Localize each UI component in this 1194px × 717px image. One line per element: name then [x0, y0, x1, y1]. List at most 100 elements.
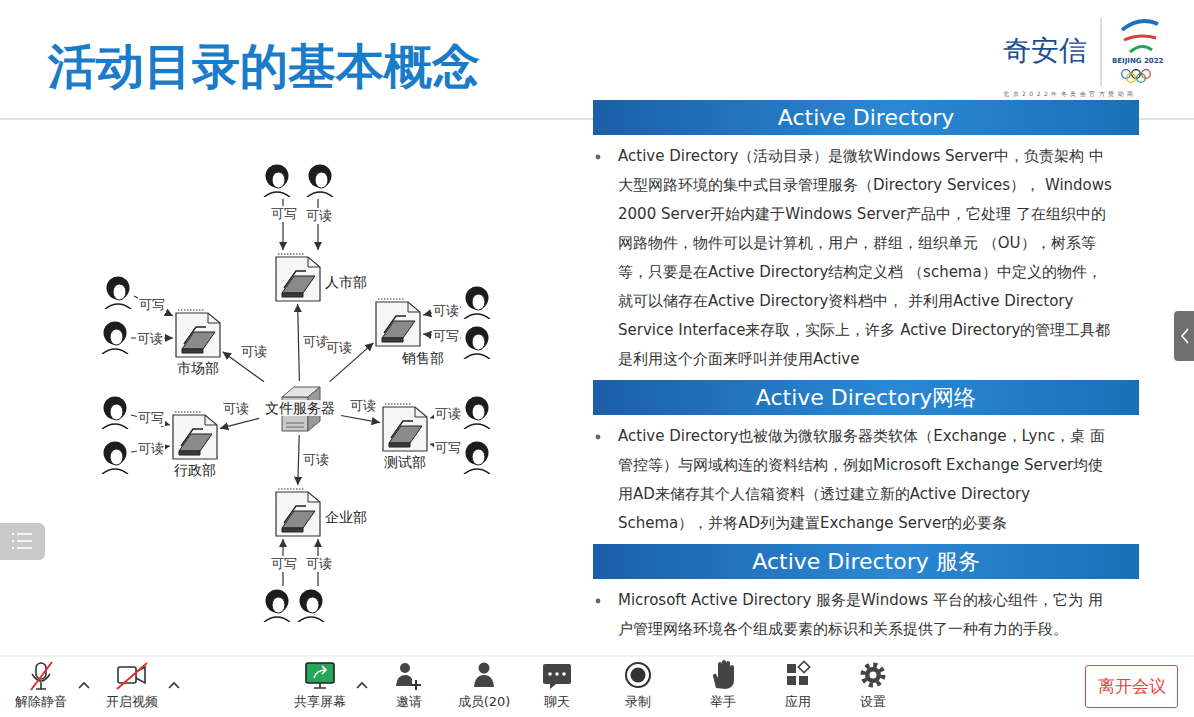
folder-tab — [378, 299, 405, 300]
connector-label: 可读 — [349, 398, 377, 414]
toolbar-label: 设置 — [860, 694, 886, 710]
folder-icon — [175, 308, 221, 358]
read-connector — [298, 304, 300, 381]
folder-fold — [415, 407, 427, 417]
section-node: Active Directory 服务 Microsoft Active Dire… — [593, 544, 1139, 647]
folder-fold — [308, 492, 320, 502]
scanner-lid — [284, 271, 306, 288]
department-node: 行政部 — [172, 410, 218, 478]
scanner-base — [179, 451, 200, 455]
slide-title: 活动目录的基本概念 — [48, 36, 480, 96]
folder-outline — [376, 302, 420, 346]
folder-icon — [382, 402, 428, 452]
section-body: Active Directory（活动目录）是微软Windows Server中… — [593, 135, 1139, 377]
folder-outline — [276, 492, 320, 536]
toolbar-icons-part — [863, 665, 883, 685]
toolbar-icons-part — [314, 666, 326, 678]
department-label: 销售部 — [402, 350, 444, 366]
access-label: 可写 — [270, 206, 298, 222]
list-tab-part — [0, 523, 45, 560]
toolbar-icons-part — [31, 662, 52, 690]
toolbar-icons-part — [169, 683, 179, 688]
section-body: Active Directory也被做为微软服务器类软体（Exchange，Ly… — [593, 415, 1139, 541]
section-node: Active Directory网络 Active Directory也被做为微软… — [593, 380, 1139, 541]
scanner-lid — [284, 506, 306, 523]
folder-tab — [175, 412, 202, 413]
access-label: 可写 — [138, 297, 166, 313]
toolbar-icons-part — [411, 680, 421, 690]
department-node: 测试部 — [382, 402, 428, 470]
department-node: 市场部 — [175, 308, 221, 376]
olympic-emblem-part — [1101, 18, 1102, 86]
folder-outline — [383, 407, 427, 451]
side-tab — [1174, 311, 1194, 361]
toolbar-icons-part — [306, 663, 334, 683]
department-label: 人市部 — [325, 274, 367, 290]
toolbar-label: 聊天 — [544, 694, 570, 710]
toolbar-icons-part — [626, 663, 650, 687]
toolbar-label: 录制 — [625, 694, 651, 710]
access-label: 可读 — [305, 556, 333, 572]
connector-label: 可读 — [240, 344, 268, 360]
bullet-dot — [594, 153, 602, 161]
access-label: 可读 — [432, 303, 460, 319]
folder-tab — [278, 489, 305, 490]
toolbar-icons-part — [400, 663, 410, 673]
list-tab-part — [12, 533, 14, 535]
folder-outline — [176, 313, 220, 357]
scanner-lid — [391, 421, 413, 438]
scanner-base — [389, 443, 410, 447]
connector-label: 可读 — [302, 452, 330, 468]
list-tab-part-part — [17, 547, 32, 549]
people-figures — [102, 165, 490, 623]
toolbar-icons-part — [548, 672, 552, 676]
side-tab-part — [1174, 311, 1194, 361]
section-band: Active Directory — [593, 100, 1139, 135]
folder-icon — [275, 487, 321, 537]
brand-name: 奇安信 — [1003, 33, 1087, 68]
people-figures-part — [102, 397, 128, 430]
bullet-dot-fill — [596, 154, 601, 159]
toolbar-icons-part — [555, 672, 559, 676]
olympic-emblem-part — [1130, 46, 1152, 52]
folder-icon — [172, 410, 218, 460]
toolbar-label: 开启视频 — [106, 694, 158, 710]
bullet-dot — [594, 597, 602, 605]
people-figures-part — [264, 590, 290, 623]
toolbar-icons-part — [787, 664, 796, 673]
toolbar-label: 共享屏幕 — [294, 694, 346, 710]
toolbar-icons-part — [787, 676, 796, 685]
access-label: 可写 — [434, 440, 462, 456]
people-figures-part — [464, 397, 490, 430]
section-heading: Active Directory — [778, 104, 954, 132]
section-text: Active Directory（活动目录）是微软Windows Server中… — [618, 142, 1115, 374]
section-band: Active Directory网络 — [593, 380, 1139, 415]
access-arrows-part — [134, 296, 173, 316]
section-band: Active Directory 服务 — [593, 544, 1139, 579]
folder-fold — [208, 313, 220, 323]
olympic-emblem — [1101, 18, 1158, 86]
folder-outline — [173, 415, 217, 459]
bullet-dot-fill — [596, 598, 601, 603]
section-text: Microsoft Active Directory 服务是Windows 平台… — [618, 586, 1115, 644]
toolbar-icons-part — [474, 675, 494, 687]
people-figures-part — [464, 327, 490, 360]
department-label: 行政部 — [174, 462, 216, 478]
access-label: 可读 — [434, 406, 462, 422]
department-label: 市场部 — [177, 360, 219, 376]
olympic-emblem-part — [1124, 36, 1156, 40]
list-tab-part — [12, 540, 14, 542]
scanner-base — [382, 338, 403, 342]
people-figures-part — [102, 442, 128, 475]
scanner-base — [282, 528, 303, 532]
folder-tab — [278, 254, 305, 255]
toolbar-label: 举手 — [710, 694, 736, 710]
toolbar-divider — [0, 656, 1194, 657]
department-node: 企业部 — [275, 487, 367, 537]
connector-label: 可读 — [222, 401, 250, 417]
section-heading: Active Directory网络 — [756, 384, 976, 412]
scanner-lid — [184, 327, 206, 344]
leave-button-label: 离开会议 — [1098, 675, 1166, 698]
read-connector — [220, 418, 259, 428]
olympic-emblem-part — [1122, 21, 1158, 30]
